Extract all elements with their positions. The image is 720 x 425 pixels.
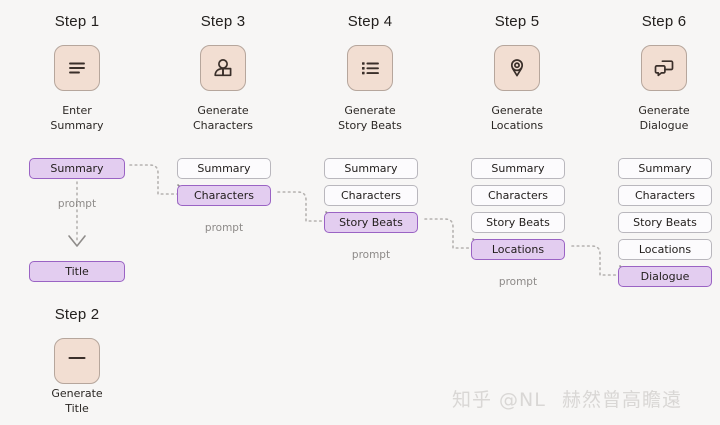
title-line-icon — [65, 349, 89, 373]
chip-summary-c2[interactable]: Summary — [177, 158, 271, 179]
icon-tile-generate-locations — [494, 45, 540, 91]
icon-tile-enter-summary — [54, 45, 100, 91]
prompt-label-c1: prompt — [57, 198, 97, 210]
step-title-1: Step 1 — [54, 13, 100, 30]
step-title-6: Step 6 — [641, 13, 687, 30]
location-pin-icon — [505, 56, 529, 80]
watermark-secondary: 赫然曾高瞻遠 — [562, 389, 683, 411]
connector-summary-to-title — [68, 181, 86, 247]
step-title-2: Step 2 — [54, 306, 100, 323]
step-title-3: Step 3 — [200, 13, 246, 30]
prompt-label-c3: prompt — [351, 249, 391, 261]
chip-summary-c1[interactable]: Summary — [29, 158, 125, 179]
icon-tile-generate-title — [54, 338, 100, 384]
bullet-list-icon — [358, 56, 382, 80]
icon-caption-5: Generate Locations — [490, 104, 544, 132]
icon-caption-3: Generate Characters — [192, 104, 254, 132]
chip-summary-c5[interactable]: Summary — [618, 158, 712, 179]
icon-tile-generate-dialogue — [641, 45, 687, 91]
person-character-icon — [211, 56, 235, 80]
chip-summary-c3[interactable]: Summary — [324, 158, 418, 179]
step-title-4: Step 4 — [347, 13, 393, 30]
step-title-5: Step 5 — [494, 13, 540, 30]
chip-story-beats-c5[interactable]: Story Beats — [618, 212, 712, 233]
chip-dialogue-c5[interactable]: Dialogue — [618, 266, 712, 287]
chip-locations-c4[interactable]: Locations — [471, 239, 565, 260]
icon-caption-2: Generate Title — [51, 387, 103, 415]
chip-locations-c5[interactable]: Locations — [618, 239, 712, 260]
icon-tile-generate-characters — [200, 45, 246, 91]
chip-characters-c3[interactable]: Characters — [324, 185, 418, 206]
chip-story-beats-c3[interactable]: Story Beats — [324, 212, 418, 233]
chip-summary-c4[interactable]: Summary — [471, 158, 565, 179]
chip-title-c1[interactable]: Title — [29, 261, 125, 282]
prompt-label-c2: prompt — [204, 222, 244, 234]
chip-characters-c2[interactable]: Characters — [177, 185, 271, 206]
chip-characters-c5[interactable]: Characters — [618, 185, 712, 206]
icon-caption-1: Enter Summary — [50, 104, 104, 132]
chip-characters-c4[interactable]: Characters — [471, 185, 565, 206]
watermark-primary: 知乎 @NL — [452, 389, 546, 411]
icon-tile-generate-story-beats — [347, 45, 393, 91]
icon-caption-4: Generate Story Beats — [338, 104, 402, 132]
chip-story-beats-c4[interactable]: Story Beats — [471, 212, 565, 233]
speech-bubbles-icon — [652, 56, 676, 80]
prompt-label-c4: prompt — [498, 276, 538, 288]
icon-caption-6: Generate Dialogue — [638, 104, 690, 132]
document-lines-icon — [65, 56, 89, 80]
